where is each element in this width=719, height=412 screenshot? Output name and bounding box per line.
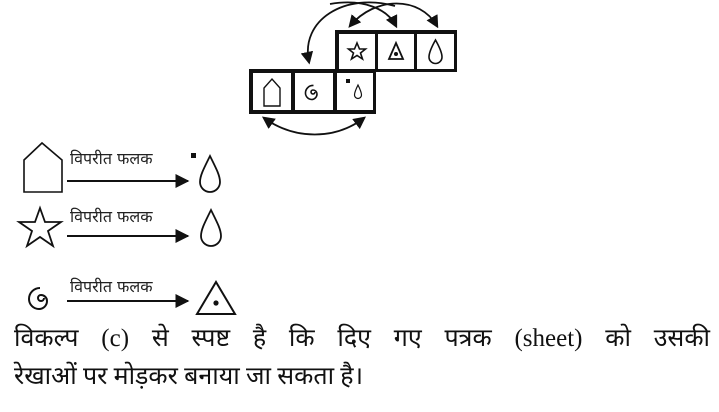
explanation-line-2: रेखाओं पर मोड़कर बनाया जा सकता है।: [14, 363, 364, 390]
star-icon: [346, 40, 368, 61]
opposite-face-arrows: [261, 1, 439, 136]
relation-label-3: विपरीत फलक: [70, 277, 153, 296]
net-bottom-row: [249, 69, 376, 114]
spiral-icon: [27, 287, 49, 311]
triangle-dot-icon: [387, 40, 405, 60]
spiral-icon: [304, 84, 318, 101]
triangle-dot-icon: [195, 280, 237, 315]
square-drop-icon: [346, 79, 363, 100]
relation-row-3: [27, 280, 237, 315]
house-pentagon-icon: [263, 77, 281, 107]
relation-label-1: विपरीत फलक: [70, 149, 153, 168]
drop-icon: [428, 38, 443, 65]
relation-label-2: विपरीत फलक: [70, 207, 153, 226]
house-pentagon-icon: [23, 141, 63, 193]
opposite-face-relations: विपरीत फलक विपरीत फलक विपरीत फलक: [0, 140, 260, 340]
square-drop-icon: [191, 153, 221, 193]
star-icon: [16, 205, 64, 249]
net-top-row: [335, 30, 457, 72]
cube-net-figure: [249, 1, 457, 136]
explanation-paragraph: विकल्प (c) से स्पष्ट है कि दिए गए पत्रक …: [14, 320, 710, 396]
relation-row-2: [16, 205, 222, 249]
explanation-line-1: विकल्प (c) से स्पष्ट है कि दिए गए पत्रक …: [14, 325, 710, 352]
drop-icon: [200, 207, 222, 247]
relation-row-1: [23, 141, 221, 193]
